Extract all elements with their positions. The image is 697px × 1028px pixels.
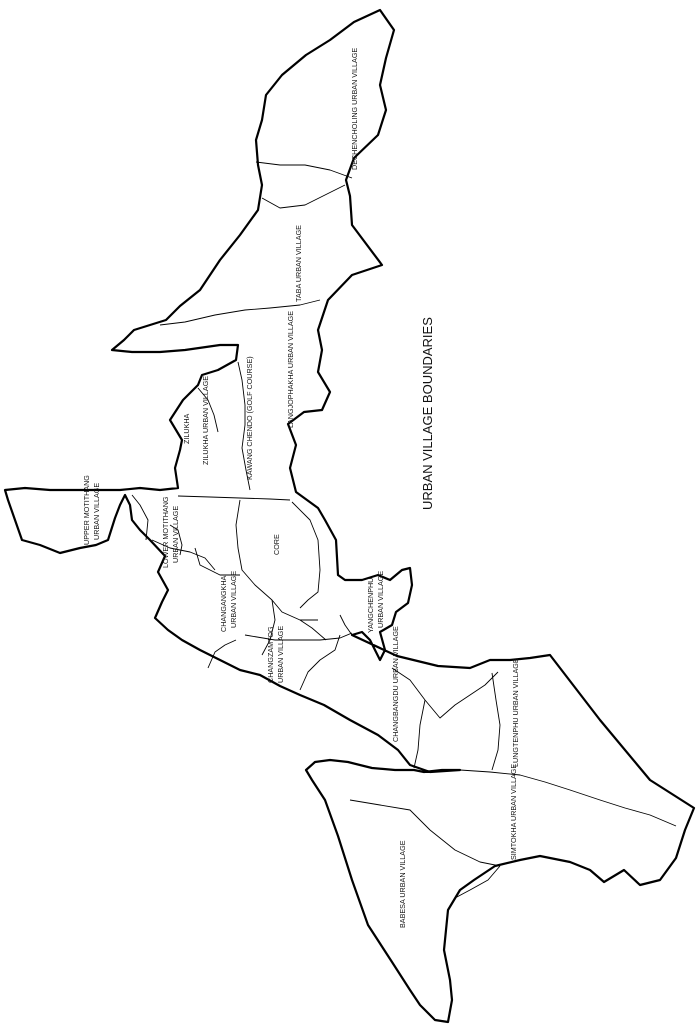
outer-boundary [3, 8, 696, 1024]
label-yangchenphu-2: URBAN VILLAGE [376, 571, 385, 628]
label-lower-motithang-2: URBAN VILLAGE [171, 506, 180, 563]
label-babesa: BABESA URBAN VILLAGE [398, 840, 407, 928]
label-changzamtog-1: CHANGZAMTOG [266, 626, 275, 683]
label-changangkha-1: CHANGANGKHA [219, 575, 228, 632]
map-title: URBAN VILLAGE BOUNDARIES [420, 317, 435, 510]
label-lungtenphu: LUNGTENPHU URBAN VILLAGE [511, 658, 520, 767]
label-langjophakha: LANGJOPHAKHA URBAN VILLAGE [286, 311, 295, 428]
label-upper-motithang-1: UPPER MOTITHANG [82, 475, 91, 545]
village-labels: DECHENCHOLING URBAN VILLAGE TABA URBAN V… [82, 48, 520, 928]
label-changangkha-2: URBAN VILLAGE [229, 571, 238, 628]
village-boundaries [131, 161, 677, 899]
label-changzamtog-2: URBAN VILLAGE [276, 626, 285, 683]
label-dechencholing: DECHENCHOLING URBAN VILLAGE [350, 48, 359, 170]
label-lower-motithang-1: LOWER MOTITHANG [161, 496, 170, 568]
label-zilukha: ZILUKHA [182, 413, 191, 444]
label-changbangdu: CHANGBANGDU URBAN VILLAGE [391, 626, 400, 742]
label-yangchenphu-1: YANGCHENPHU [366, 578, 375, 633]
label-core: CORE [272, 534, 281, 555]
label-simtokha: SIMTOKHA URBAN VILLAGE [509, 764, 518, 860]
label-taba: TABA URBAN VILLAGE [294, 225, 303, 302]
label-zilukha-village: ZILUKHA URBAN VILLAGE [201, 376, 210, 465]
label-kawang: KAWANG CHENDO (GOLF COURSE) [245, 356, 254, 480]
label-upper-motithang-2: URBAN VILLAGE [92, 483, 101, 540]
